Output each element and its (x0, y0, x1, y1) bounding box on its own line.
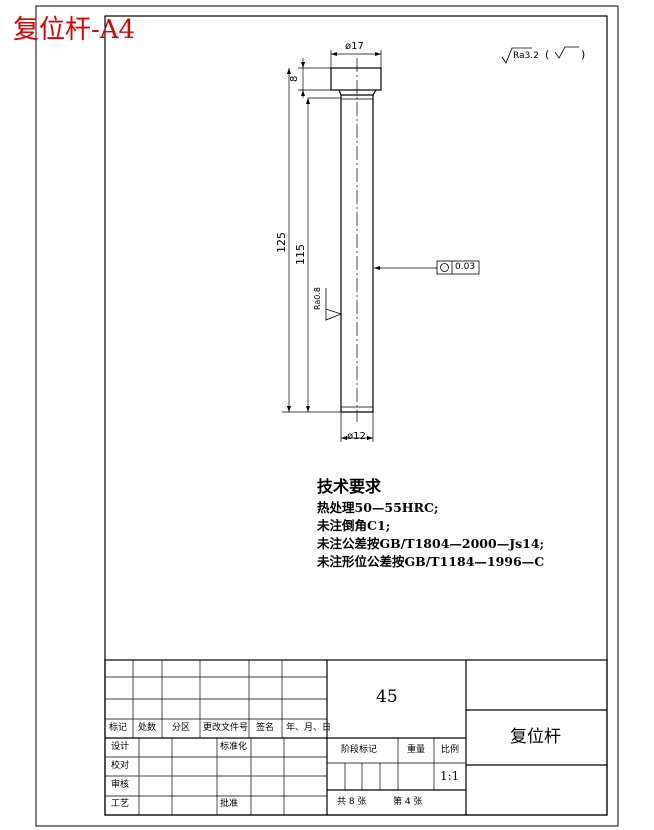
dimension-arrows (287, 52, 381, 440)
label-scale: 比例 (441, 745, 460, 755)
tolerance-frame (436, 260, 480, 275)
part-name: 复位杆 (510, 727, 561, 747)
sheet-heading: 复位杆-A4 (13, 15, 136, 45)
sheet-count: 共 8 张 (337, 797, 367, 807)
label-date: 年、月、日 (286, 723, 332, 733)
roughness-symbol-other (554, 46, 579, 59)
label-design: 设计 (111, 742, 130, 752)
roughness-paren-open: ( (545, 48, 550, 61)
label-mark: 标记 (109, 723, 128, 733)
title-block-grid (104, 659, 608, 816)
requirement-line: 未注倒角C1; (317, 518, 391, 533)
tolerance-value: 0.03 (455, 262, 476, 272)
sheet-number: 第 4 张 (393, 797, 423, 807)
reset-rod-outline (330, 67, 382, 413)
label-change-doc: 更改文件号 (203, 723, 249, 733)
scale-value: 1:1 (440, 769, 460, 783)
dim-head-length: 8 (289, 75, 300, 82)
label-approve: 批准 (220, 799, 239, 809)
label-sign: 签名 (256, 723, 275, 733)
requirement-line: 未注形位公差按GB/T1184—1996—C (317, 554, 545, 569)
label-process: 工艺 (111, 799, 130, 809)
requirements-title: 技术要求 (317, 477, 382, 496)
roughness-general-value: Ra3.2 (513, 51, 539, 61)
requirement-line: 未注公差按GB/T1804—2000—Js14; (317, 536, 545, 551)
label-zone: 分区 (172, 723, 191, 733)
label-review: 审核 (111, 780, 130, 790)
roughness-body-value: Ra0.8 (313, 286, 322, 310)
roughness-symbol-general (501, 47, 532, 64)
roughness-paren-close: ) (581, 48, 586, 61)
inner-frame (104, 15, 608, 816)
dim-total-length: 125 (275, 232, 288, 253)
label-stage: 阶段标记 (341, 745, 378, 755)
dim-body-length: 115 (294, 244, 307, 265)
dim-head-diameter: ø17 (345, 41, 364, 52)
roughness-symbol-body (325, 288, 342, 321)
label-weight: 重量 (407, 745, 426, 755)
outer-border (35, 5, 619, 827)
label-check: 校对 (111, 761, 130, 771)
material-value: 45 (376, 687, 398, 707)
label-count: 处数 (138, 723, 157, 733)
label-standardize: 标准化 (220, 742, 248, 752)
dim-tip-diameter: ø12 (347, 431, 366, 442)
cylindricity-icon (440, 263, 449, 272)
requirement-line: 热处理50—55HRC; (317, 500, 439, 515)
